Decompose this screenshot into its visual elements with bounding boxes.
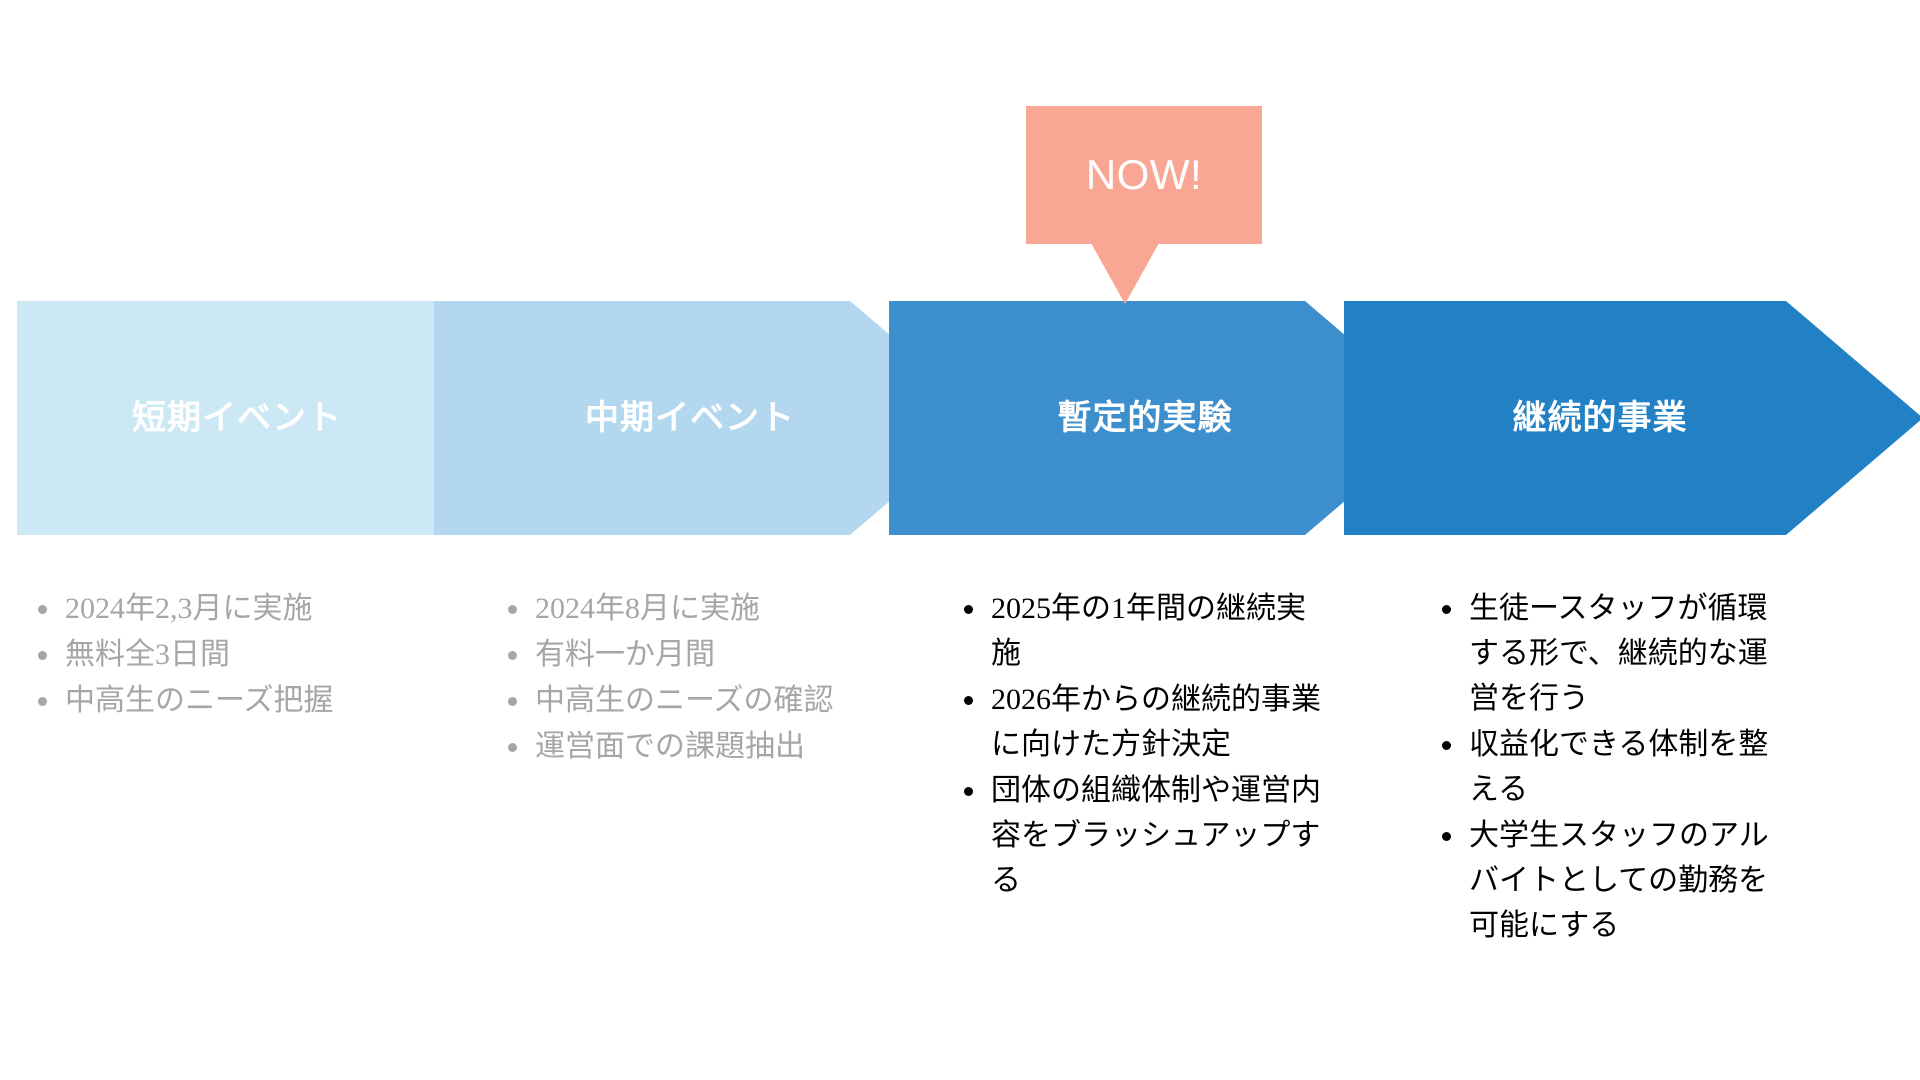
bullet-item: 2025年の1年間の継続実施 xyxy=(950,586,1330,676)
bullet-list-2: 2024年8月に実施有料一か月間中高生のニーズの確認運営面での課題抽出 xyxy=(494,586,856,769)
chevron-label-3: 暫定的実験 xyxy=(1057,399,1233,437)
bullet-item: 2024年2,3月に実施 xyxy=(24,586,424,631)
bullet-item: 無料全3日間 xyxy=(24,632,424,677)
bullet-item: 有料一か月間 xyxy=(494,632,856,677)
bullet-list-4: 生徒ースタッフが循環する形で、継続的な運営を行う収益化できる体制を整える大学生ス… xyxy=(1428,586,1790,948)
bullet-item: 中高生のニーズの確認 xyxy=(494,678,856,723)
bullet-item: 生徒ースタッフが循環する形で、継続的な運営を行う xyxy=(1428,586,1790,721)
bullet-item: 収益化できる体制を整える xyxy=(1428,722,1790,812)
chevron-shape-1[interactable] xyxy=(17,301,570,535)
bullet-item: 運営面での課題抽出 xyxy=(494,724,856,769)
bullet-item: 中高生のニーズ把握 xyxy=(24,678,424,723)
chevron-label-2: 中期イベント xyxy=(585,399,795,437)
chevron-shape-4[interactable] xyxy=(1344,301,1920,535)
bullet-item: 団体の組織体制や運営内容をブラッシュアップする xyxy=(950,768,1330,903)
now-callout-body: NOW! xyxy=(1026,106,1262,244)
now-callout-label: NOW! xyxy=(1085,151,1203,198)
bullet-item: 大学生スタッフのアルバイトとしての勤務を可能にする xyxy=(1428,813,1790,948)
bullet-column-2: 2024年8月に実施有料一か月間中高生のニーズの確認運営面での課題抽出 xyxy=(494,586,856,770)
bullet-item: 2026年からの継続的事業に向けた方針決定 xyxy=(950,677,1330,767)
chevron-stage-3[interactable] xyxy=(889,301,1442,535)
chevron-stage-4[interactable] xyxy=(1344,301,1920,535)
chevron-label-1: 短期イベント xyxy=(132,399,342,437)
chevron-shape-3[interactable] xyxy=(889,301,1442,535)
chevron-stage-1[interactable] xyxy=(17,301,570,535)
bullet-column-1: 2024年2,3月に実施無料全3日間中高生のニーズ把握 xyxy=(24,586,424,724)
bullet-list-1: 2024年2,3月に実施無料全3日間中高生のニーズ把握 xyxy=(24,586,424,723)
chevron-stage-2[interactable] xyxy=(434,301,987,535)
now-callout-pointer-icon xyxy=(1091,243,1159,304)
chevron-label-4: 継続的事業 xyxy=(1512,399,1688,437)
chevron-shape-2[interactable] xyxy=(434,301,987,535)
now-callout[interactable]: NOW! xyxy=(1026,106,1262,304)
bullet-column-4: 生徒ースタッフが循環する形で、継続的な運営を行う収益化できる体制を整える大学生ス… xyxy=(1428,586,1790,949)
bullet-item: 2024年8月に実施 xyxy=(494,586,856,631)
